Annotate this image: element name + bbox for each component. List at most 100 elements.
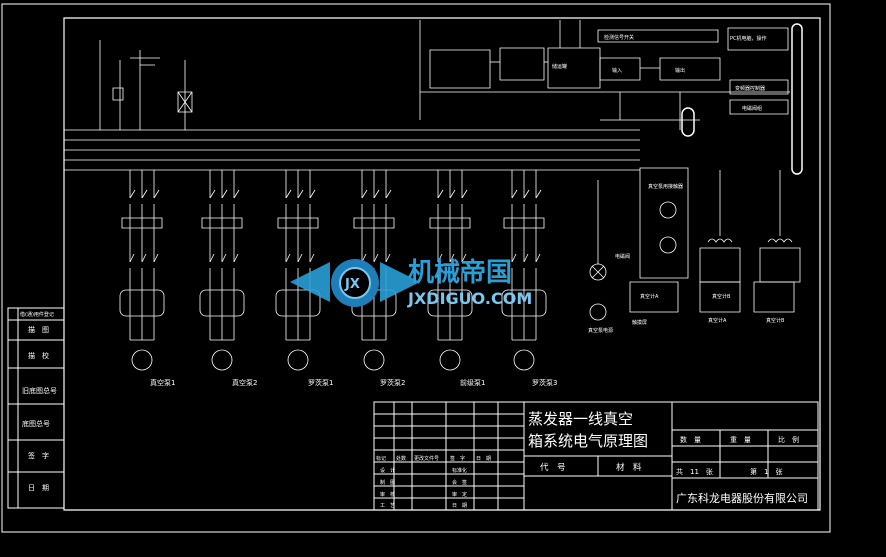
right-equipment (590, 168, 800, 320)
rev-cell: 工 艺 (380, 503, 395, 509)
mass-header: 重 量 (730, 436, 751, 444)
relay-contact (210, 254, 214, 262)
side-label: 底图总号 (22, 419, 50, 428)
relay-contact (512, 254, 516, 262)
rev-cell: 审 核 (380, 491, 395, 498)
contactor-switch (310, 190, 315, 198)
relay-contact (386, 254, 390, 262)
motor-symbol (440, 350, 460, 370)
material-label: 材 料 (616, 462, 642, 473)
relay-contact (536, 254, 540, 262)
control-box-label: 检测信号开关 (604, 34, 634, 41)
rev-cell: 制 图 (380, 479, 395, 486)
motor-label: 前级泵1 (460, 378, 485, 387)
right-label: 电磁阀 (615, 253, 630, 260)
rev-cell: 会 签 (452, 479, 467, 486)
motor-terminal (120, 290, 164, 316)
company-name: 广东科龙电器股份有限公司 (676, 491, 808, 505)
side-label: 描 校 (28, 351, 49, 360)
motor-symbol (364, 350, 384, 370)
contactor-switch (234, 190, 239, 198)
control-box-label: 输出 (675, 67, 685, 74)
motor-terminal (276, 290, 320, 316)
thermal-relay (122, 218, 162, 228)
watermark-logo: JX (290, 259, 420, 307)
motor-terminal (200, 290, 244, 316)
motor-symbol (514, 350, 534, 370)
relay-contact (298, 254, 302, 262)
contactor-switch (450, 190, 455, 198)
contactor-switch (210, 190, 215, 198)
rev-cell: 标准化 (452, 467, 467, 474)
right-label: 真空泵用接触器 (648, 183, 683, 190)
contactor-switch (536, 190, 541, 198)
contactor-switch (462, 190, 467, 198)
rev-header: 签 字 (450, 455, 465, 462)
rev-cell: 日 期 (452, 503, 467, 509)
thermal-relay (202, 218, 242, 228)
relay-contact (462, 254, 466, 262)
contactor-switch (386, 190, 391, 198)
relay-contact (450, 254, 454, 262)
outer-frame (2, 4, 830, 532)
contactor-switch (286, 190, 291, 198)
rev-cell: 审 定 (452, 491, 467, 498)
contactor-switch (524, 190, 529, 198)
contactor-switch (512, 190, 517, 198)
side-label: 借(通)用件登记 (20, 311, 54, 318)
contactor-switch (130, 190, 135, 198)
motor-label: 罗茨泵3 (532, 378, 557, 387)
title-block (374, 402, 818, 510)
mass-header: 数 量 (680, 435, 701, 444)
control-box-label: 输入 (612, 67, 622, 74)
mass-header: 比 例 (778, 435, 799, 444)
relay-contact (310, 254, 314, 262)
contactor-switch (438, 190, 443, 198)
rev-header: 更改文件号 (414, 455, 439, 462)
contactor-switch (142, 190, 147, 198)
contactor-switch (362, 190, 367, 198)
contactor-switch (154, 190, 159, 198)
motor-label: 真空泵1 (150, 378, 175, 387)
relay-contact (234, 254, 238, 262)
thermal-relay (278, 218, 318, 228)
side-label: 日 期 (28, 484, 49, 492)
right-label: 真空计A (708, 317, 727, 324)
watermark: JX 机械帝国 JXDIGUO.COM (290, 257, 532, 308)
control-box-label: PC机电脑，操作 (730, 35, 767, 42)
rev-cell: 设 计 (380, 467, 395, 474)
motor-label: 真空泵2 (232, 378, 257, 387)
watermark-en: JXDIGUO.COM (407, 289, 532, 308)
motor-symbol (212, 350, 232, 370)
thermal-relay (354, 218, 394, 228)
thermal-relay (504, 218, 544, 228)
relay-contact (374, 254, 378, 262)
contactor-switch (374, 190, 379, 198)
motor-terminal (502, 290, 546, 316)
title-line2: 箱系统电气原理图 (528, 432, 648, 450)
right-label: 真空泵电源 (588, 327, 613, 334)
right-label: 触摸屏 (632, 319, 647, 326)
motor-symbol (132, 350, 152, 370)
sheet-info: 共 11 张 (676, 467, 713, 476)
relay-contact (130, 254, 134, 262)
control-section (64, 20, 802, 174)
relay-contact (438, 254, 442, 262)
right-label: 真空计B (766, 317, 785, 324)
code-label: 代 号 (540, 462, 566, 473)
side-label: 描 图 (28, 325, 49, 334)
sheet-info: 第 1 张 (750, 467, 782, 476)
motor-label: 罗茨泵2 (380, 378, 405, 387)
rev-header: 标记 (376, 455, 386, 462)
contactor-switch (298, 190, 303, 198)
control-box-label: 储运罐 (552, 63, 567, 70)
right-label: 真空计A (640, 293, 659, 300)
watermark-cn: 机械帝国 (408, 257, 512, 288)
rev-header: 日 期 (476, 456, 491, 462)
rev-header: 处数 (396, 455, 406, 462)
thermal-relay (430, 218, 470, 228)
control-box-label: 变频器控制器 (735, 85, 765, 92)
control-box-label: 电磁阀组 (742, 105, 762, 112)
relay-contact (154, 254, 158, 262)
